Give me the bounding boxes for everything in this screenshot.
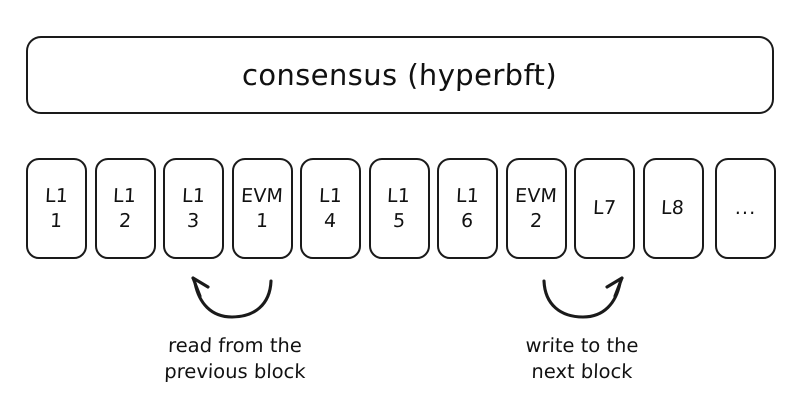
block-primary-label: L8 (660, 197, 686, 220)
block-primary-label: L1 (318, 184, 343, 207)
block-l1-5: L1 5 (368, 158, 430, 259)
consensus-label: consensus (hyperbft) (242, 57, 558, 92)
block-primary-label: L1 (181, 184, 206, 207)
block-l1-3: L1 3 (163, 158, 224, 259)
write-arrow-icon (542, 276, 624, 319)
block-primary-label: L1 (455, 184, 480, 207)
block-primary-label: EVM (240, 184, 284, 207)
block-primary-label: L7 (592, 197, 617, 220)
block-l7: L7 (574, 158, 635, 259)
caption-line-2: previous block (163, 359, 307, 383)
block-evm-1: EVM 1 (231, 158, 293, 259)
read-arrow-icon (191, 276, 273, 319)
write-annotation-caption: write to the next block (482, 333, 682, 384)
caption-line-1: read from the (167, 334, 303, 357)
block-secondary-label: 1 (49, 210, 64, 232)
block-secondary-label: 4 (323, 210, 338, 232)
block-secondary-label: 3 (186, 210, 201, 232)
block-primary-label: L1 (386, 184, 412, 207)
block-l1-1: L1 1 (26, 158, 87, 259)
block-secondary-label: 2 (118, 210, 132, 232)
block-primary-label: ... (734, 197, 757, 220)
consensus-bar: consensus (hyperbft) (26, 36, 774, 114)
block-secondary-label: 6 (460, 210, 475, 232)
block-l1-2: L1 2 (94, 158, 156, 259)
caption-line-2: next block (531, 359, 633, 383)
block-primary-label: L1 (44, 184, 69, 207)
block-more: ... (715, 158, 776, 259)
block-primary-label: EVM (514, 184, 558, 207)
block-secondary-label: 1 (255, 210, 269, 232)
block-l8: L8 (642, 158, 704, 259)
block-l1-6: L1 6 (437, 158, 498, 259)
block-secondary-label: 2 (529, 210, 543, 232)
block-evm-2: EVM 2 (505, 158, 567, 259)
block-row: L1 1 L1 2 L1 3 EVM 1 L1 4 L1 5 L1 6 EVM (26, 158, 777, 259)
block-l1-4: L1 4 (300, 158, 361, 259)
block-primary-label: L1 (112, 184, 138, 207)
block-secondary-label: 5 (392, 210, 406, 232)
caption-line-1: write to the (525, 334, 639, 357)
read-annotation-caption: read from the previous block (135, 333, 335, 384)
